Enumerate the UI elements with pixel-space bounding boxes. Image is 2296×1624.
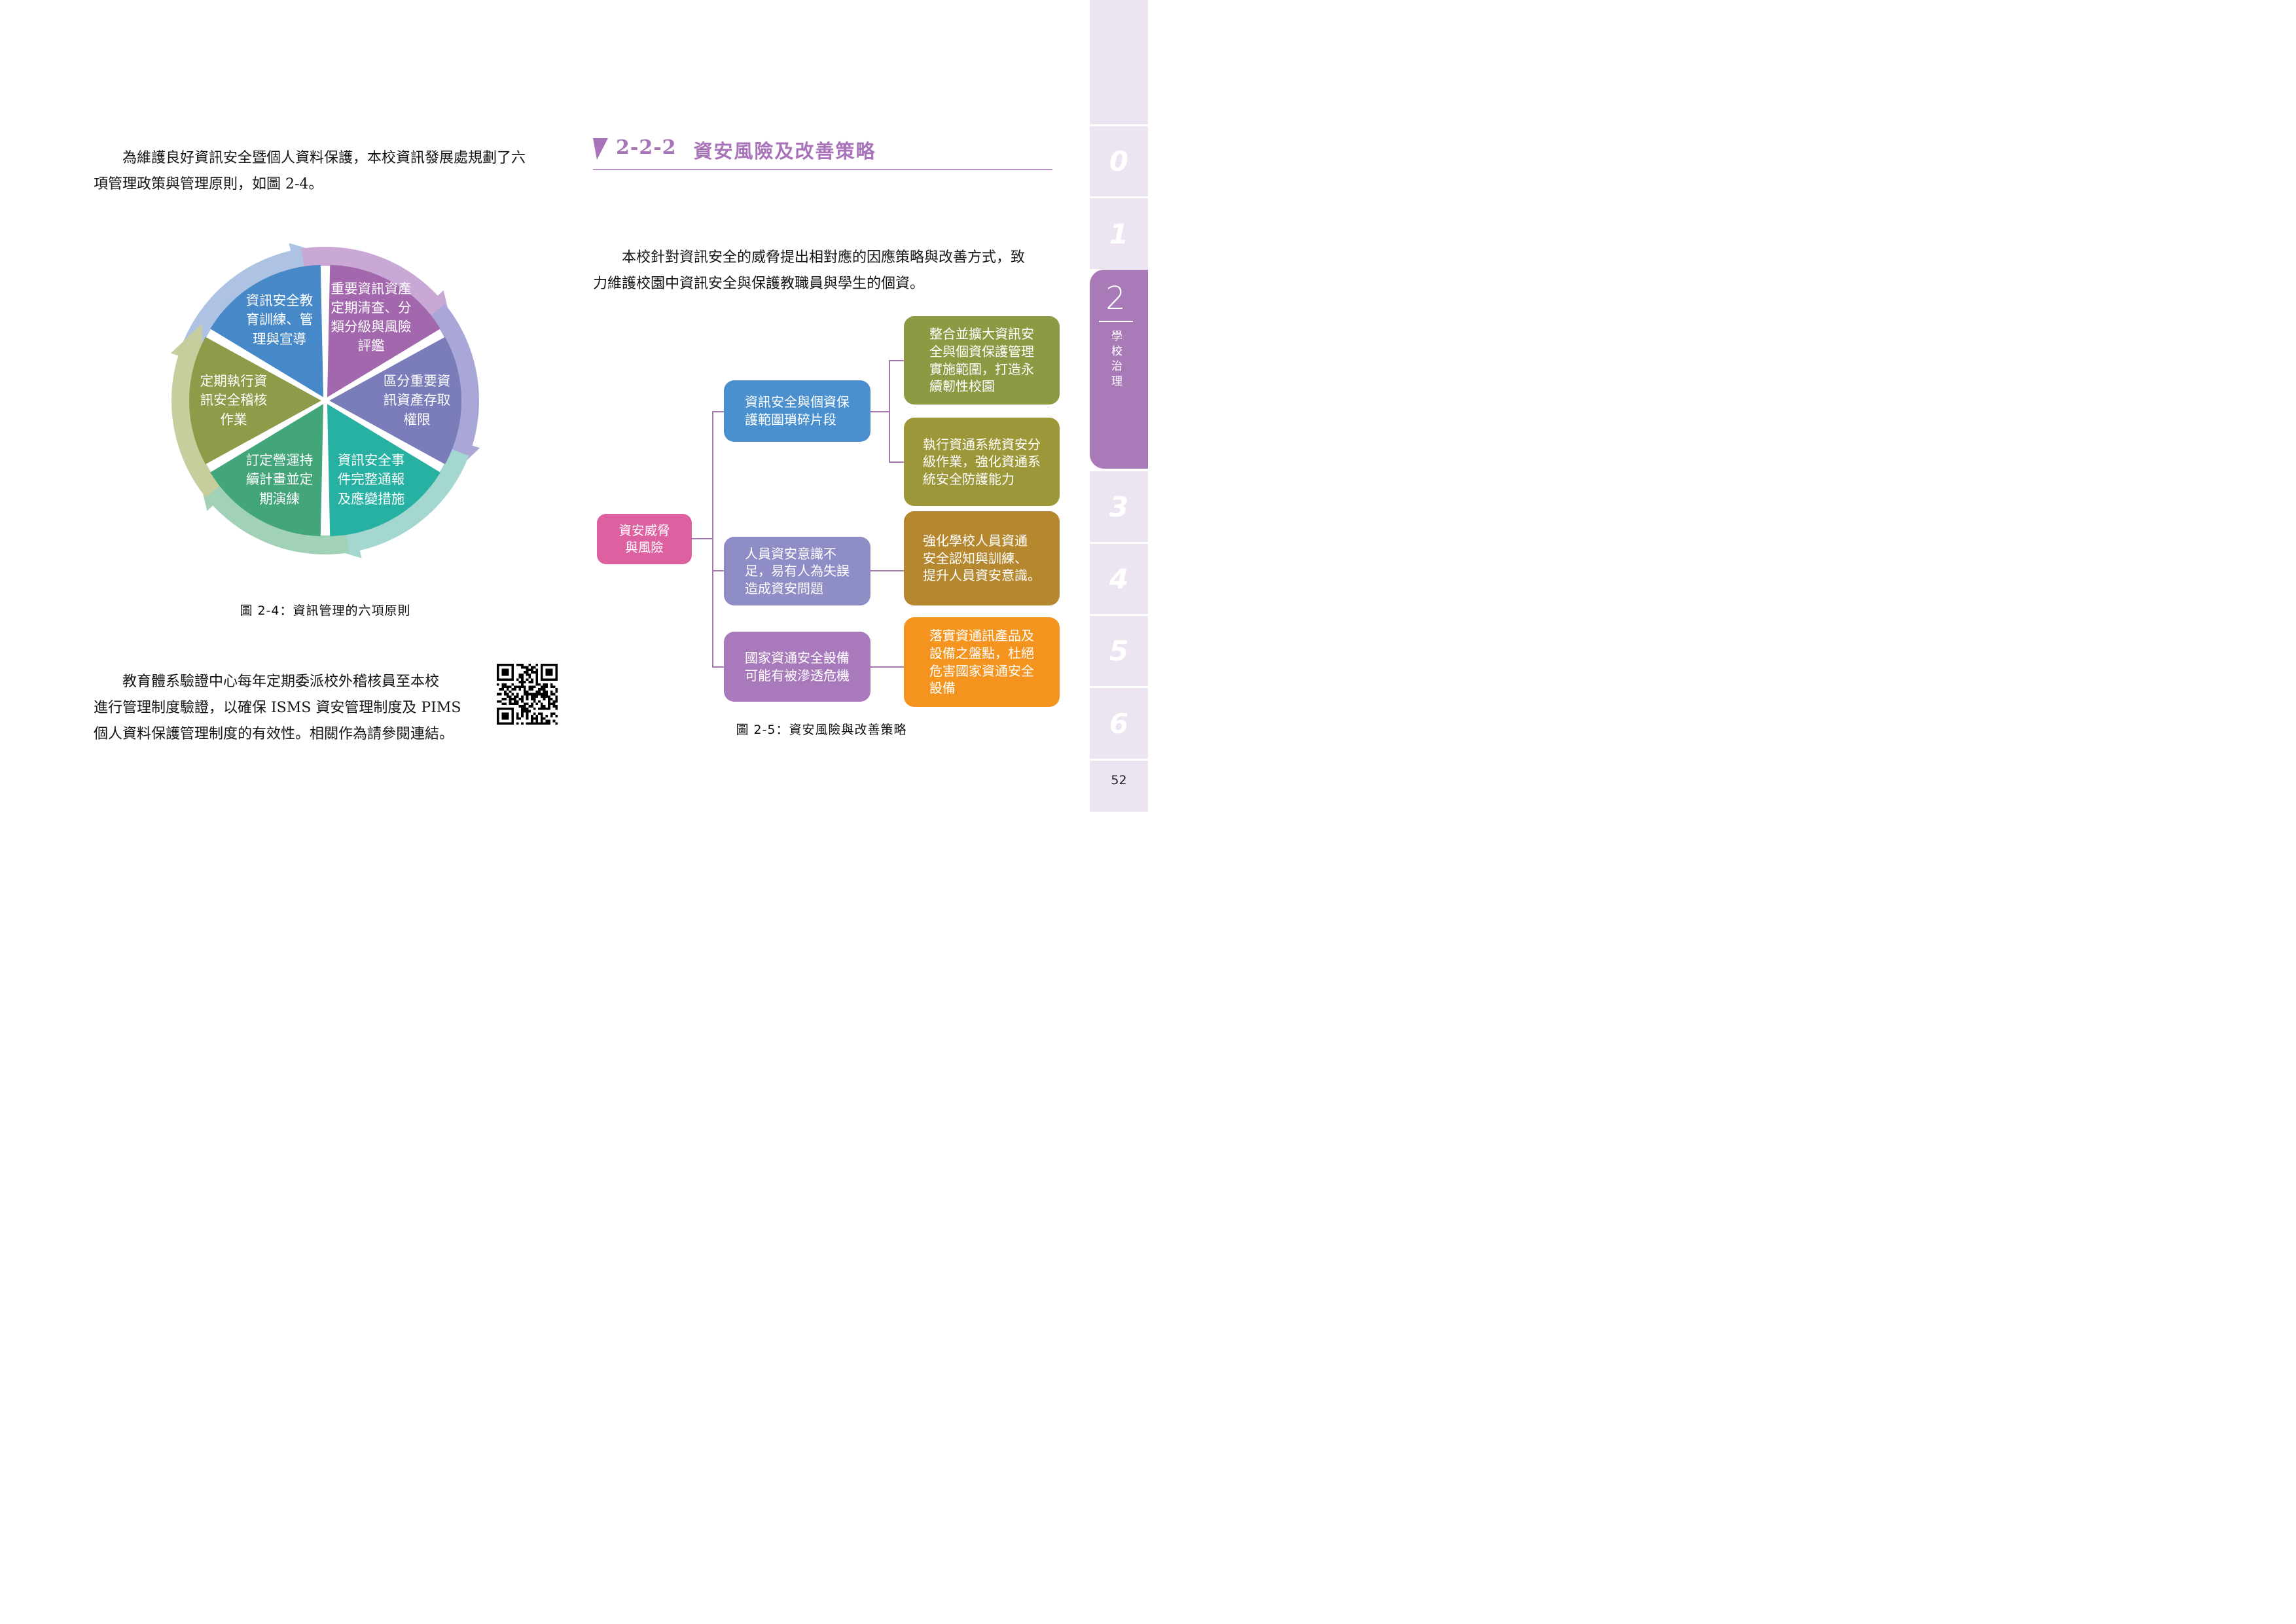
strategy-box: 強化學校人員資通 安全認知與訓練、 提升人員資安意識。	[904, 511, 1060, 605]
chapter-tab-6: 6	[1090, 688, 1148, 759]
threat-box: 國家資通安全設備 可能有被滲透危機	[724, 632, 870, 702]
strategy-label: 強化學校人員資通 安全認知與訓練、 提升人員資安意識。	[923, 533, 1041, 584]
threat-box: 人員資安意識不 足，易有人為失誤 造成資安問題	[724, 537, 870, 605]
wheel-segment-label: 區分重要資 訊資產存取 權限	[383, 373, 451, 427]
wheel-segment-label: 資訊安全事 件完整通報 及應變措施	[337, 452, 405, 507]
connector	[870, 666, 904, 668]
strategy-box: 整合並擴大資訊安 全與個資保護管理 實施範圍，打造永 續韌性校園	[904, 316, 1060, 405]
connector	[712, 411, 724, 412]
threat-label: 資訊安全與個資保 護範圍瑣碎片段	[745, 394, 850, 427]
wheel-segment-label: 訂定營運持 續計畫並定 期演練	[245, 452, 314, 507]
figure-2-4-wheel: 資訊安全教 育訓練、管 理與宣導 重要資訊資產 定期清查、分 類分級與風險 評鑑…	[158, 234, 492, 568]
wheel-segment-label: 資訊安全教 育訓練、管 理與宣導	[245, 293, 314, 347]
connector	[712, 666, 724, 668]
section-number: 2-2-2	[616, 136, 677, 159]
qr-code	[497, 664, 558, 725]
page-number: 52	[1111, 773, 1127, 787]
connector	[870, 570, 904, 571]
left-paragraph-2-row: 教育體系驗證中心每年定期委派校外稽核員至本校 進行管理制度驗證，以確保 ISMS…	[94, 655, 571, 762]
connector	[889, 461, 904, 463]
risk-root-box: 資安威脅 與風險	[597, 514, 692, 564]
section-title: 資安風險及改善策略	[693, 140, 876, 162]
strategy-box: 落實資通訊產品及 設備之盤點，杜絕 危害國家資通安全 設備	[904, 617, 1060, 707]
figure-2-4-caption: 圖 2-4：資訊管理的六項原則	[240, 604, 411, 618]
chapter-tab-5: 5	[1090, 616, 1148, 686]
chapter-tab-4: 4	[1090, 544, 1148, 614]
strategy-label: 落實資通訊產品及 設備之盤點，杜絕 危害國家資通安全 設備	[929, 628, 1034, 696]
right-paragraph: 本校針對資訊安全的威脅提出相對應的因應策略與改善方式，致 力維護校園中資訊安全與…	[593, 249, 1026, 292]
chapter-tab-0: 0	[1090, 126, 1148, 196]
left-paragraph-2: 教育體系驗證中心每年定期委派校外稽核員至本校 進行管理制度驗證，以確保 ISMS…	[94, 674, 461, 742]
connector	[889, 360, 904, 361]
chapter-tab-3: 3	[1090, 471, 1148, 542]
threat-label: 人員資安意識不 足，易有人為失誤 造成資安問題	[745, 545, 850, 596]
left-paragraph-1: 為維護良好資訊安全暨個人資料保護，本校資訊發展處規劃了六 項管理政策與管理原則，…	[94, 150, 526, 192]
connector	[692, 538, 712, 539]
threat-label: 國家資通安全設備 可能有被滲透危機	[745, 649, 850, 683]
figure-2-5-caption: 圖 2-5：資安風險與改善策略	[736, 723, 907, 737]
tab-divider-line	[1098, 321, 1133, 322]
strategy-label: 整合並擴大資訊安 全與個資保護管理 實施範圍，打造永 續韌性校園	[929, 326, 1034, 395]
sidebar-footer: 52	[1090, 761, 1148, 812]
strategy-box: 執行資通系統資安分 級作業，強化資通系 統安全防護能力	[904, 418, 1060, 506]
wheel-segment-label: 重要資訊資產 定期清查、分 類分級與風險 評鑑	[331, 280, 412, 354]
chapter-tab-bar: 0 1 2 學校治理 3 4 5 6 52	[1090, 0, 1148, 812]
connector	[712, 411, 713, 668]
figure-2-5-flowchart: 資安威脅 與風險 資訊安全與個資保 護範圍瑣碎片段 人員資安意識不 足，易有人為…	[593, 308, 1061, 712]
threat-box: 資訊安全與個資保 護範圍瑣碎片段	[724, 380, 870, 442]
wheel-segment-label: 定期執行資 訊安全稽核 作業	[200, 373, 268, 427]
connector	[870, 411, 889, 412]
risk-root-label: 資安威脅 與風險	[619, 522, 670, 555]
section-heading: 2-2-2 資安風險及改善策略	[593, 136, 876, 164]
chapter-tab-2-active: 2 學校治理	[1090, 270, 1148, 469]
strategy-label: 執行資通系統資安分 級作業，強化資通系 統安全防護能力	[923, 436, 1041, 487]
section-triangle-icon	[593, 138, 608, 160]
chapter-tab-1: 1	[1090, 198, 1148, 269]
heading-rule	[593, 169, 1052, 170]
book-page: 為維護良好資訊安全暨個人資料保護，本校資訊發展處規劃了六 項管理政策與管理原則，…	[0, 0, 1148, 812]
chapter-tab-blank	[1090, 0, 1148, 124]
wheel-diagram	[170, 243, 480, 558]
connector	[889, 360, 890, 463]
chapter-tab-2-title: 學校治理	[1109, 330, 1122, 390]
connector	[712, 570, 724, 571]
chapter-tab-2-number: 2	[1105, 280, 1126, 317]
